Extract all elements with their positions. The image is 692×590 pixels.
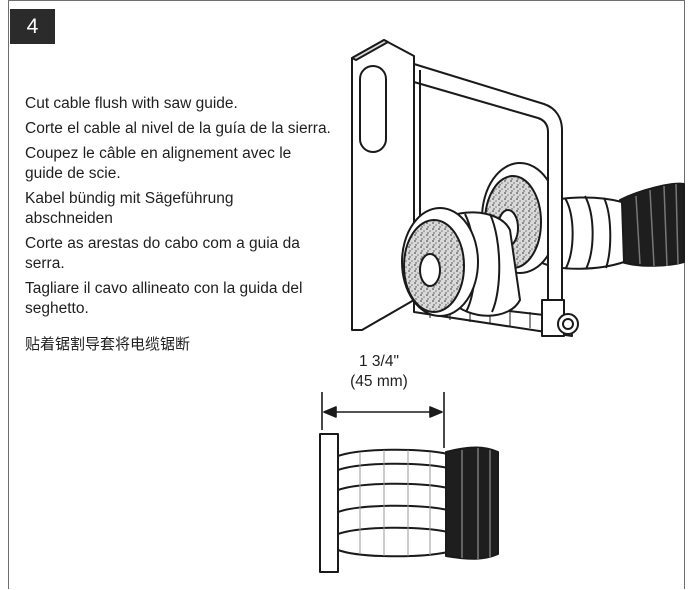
cable-jacket-icon (619, 182, 685, 267)
instruction-fr: Coupez le câble en alignement avec le gu… (25, 145, 292, 182)
cable-end-measurement-icon (319, 392, 499, 573)
cable-end-plate-icon (319, 433, 339, 573)
instruction-es: Corte el cable al nivel de la guía de la… (25, 120, 331, 137)
dimension-arrows-icon (321, 392, 445, 448)
instruction-it: Tagliare il cavo allineato con la guida … (25, 280, 303, 317)
dimension-label: 1 3/4" (45 mm) (344, 352, 414, 392)
saw-frame-icon (351, 39, 579, 337)
page-frame (8, 0, 685, 589)
dimension-metric: (45 mm) (350, 373, 408, 390)
instruction-list: Cut cable flush with saw guide. Corte el… (25, 94, 345, 359)
instruction-zh: 贴着锯割导套将电缆锯断 (25, 335, 191, 353)
dimension-imperial: 1 3/4" (359, 353, 399, 370)
instruction-en: Cut cable flush with saw guide. (25, 95, 238, 112)
exposed-corrugation-icon (337, 448, 449, 558)
instruction-de: Kabel bündig mit Sägeführung abschneiden (25, 190, 234, 227)
hacksaw-cutting-cable-icon (351, 39, 685, 337)
cable-jacket-end-icon (445, 446, 499, 560)
step-number-badge: 4 (10, 9, 55, 44)
instruction-pt: Corte as arestas do cabo com a guia da s… (25, 235, 300, 272)
front-disc-icon (401, 207, 521, 317)
